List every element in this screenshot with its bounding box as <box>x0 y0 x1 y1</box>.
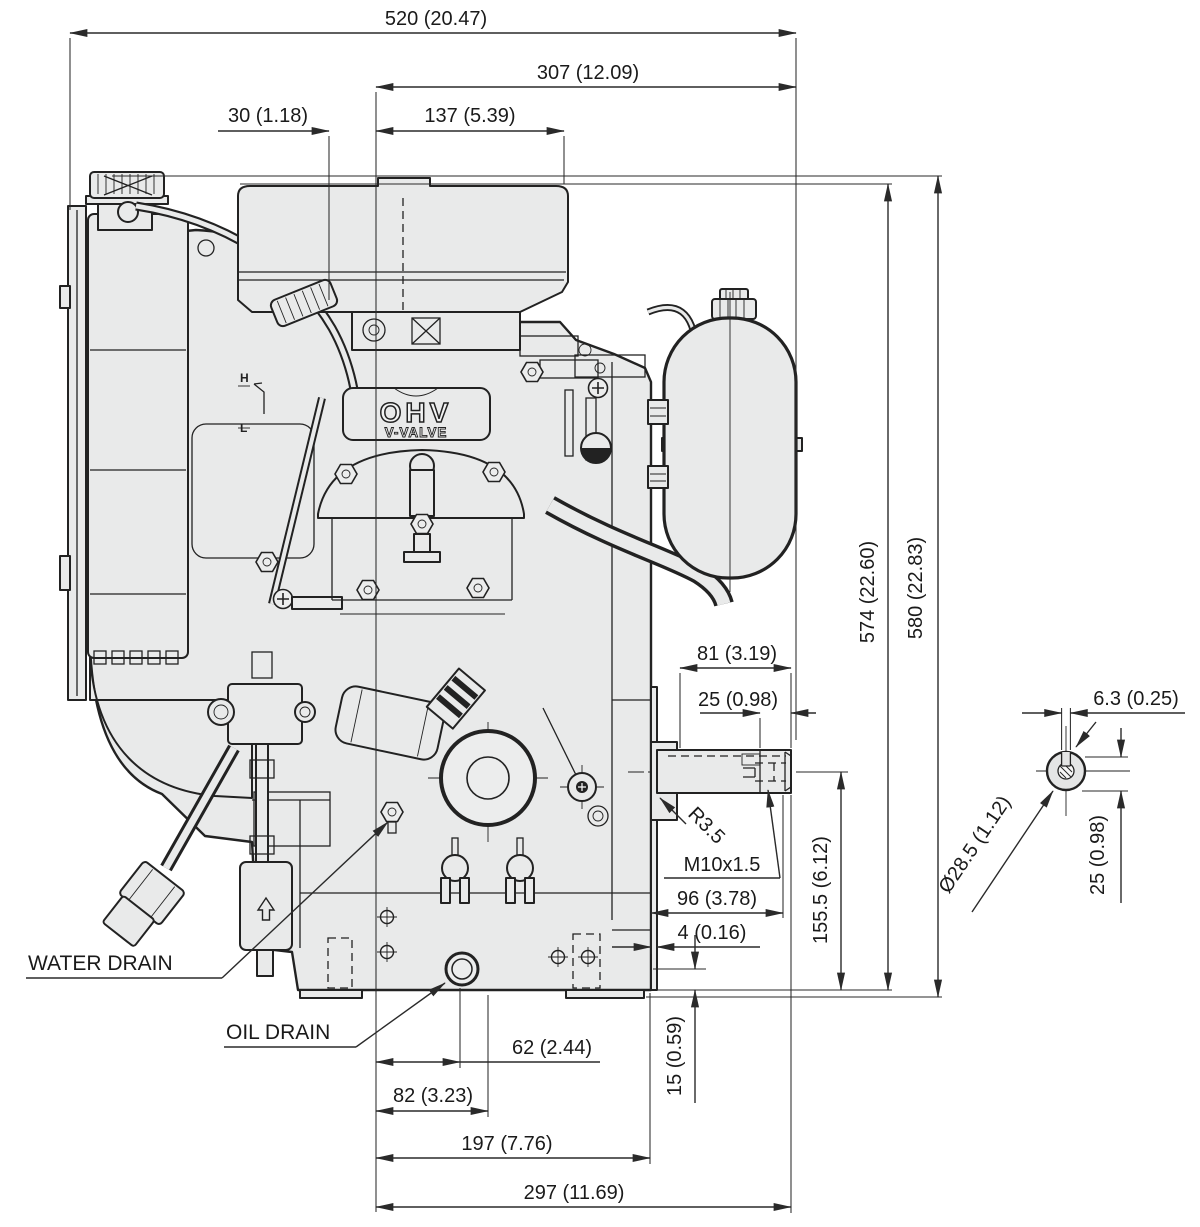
dim-520-text: 520 (20.47) <box>385 8 487 30</box>
dim-63-keyway: 6.3 (0.25) <box>1022 688 1185 748</box>
shroud-bolt-icon <box>255 551 279 573</box>
hose-joint <box>117 201 139 223</box>
dim-580-text: 580 (22.83) <box>905 537 927 639</box>
dim-82-text: 82 (3.23) <box>393 1085 473 1107</box>
dim-m10-text: M10x1.5 <box>684 854 761 876</box>
control-bracket <box>574 354 646 464</box>
dim-96: 96 (3.78) <box>650 888 784 918</box>
dim-15: 15 (0.59) <box>664 935 700 1103</box>
oil-drain-text: OIL DRAIN <box>226 1021 330 1044</box>
reserve-tank <box>87 213 189 659</box>
dimension-annotations: 520 (20.47) 307 (12.09) 30 (1.18) 137 (5… <box>69 8 943 1213</box>
engine-illustration: H L <box>59 171 852 999</box>
phillips-screw-icon <box>272 588 294 610</box>
dim-197-text: 197 (7.76) <box>461 1133 552 1155</box>
dim-62: 62 (2.44) <box>375 1037 600 1067</box>
cable-connector-cap <box>102 895 155 947</box>
mounting-feet <box>299 906 645 999</box>
extension-lines <box>69 38 942 1213</box>
dim-25-shaft: 25 (0.98) <box>698 689 816 718</box>
lower-sump <box>89 655 253 799</box>
dim-137-text: 137 (5.39) <box>424 105 515 127</box>
mount-pad-face <box>650 686 658 991</box>
dim-25-shaft-text: 25 (0.98) <box>698 689 778 711</box>
cable-line <box>542 707 578 778</box>
crank-center-bolt <box>560 765 604 809</box>
shaft-end-detail-view: 6.3 (0.25) 25 (0.98) Ø28.5 (1.12) <box>935 688 1185 913</box>
dim-96-text: 96 (3.78) <box>677 888 757 910</box>
small-boss-circle <box>587 805 609 827</box>
dim-307-text: 307 (12.09) <box>537 62 639 84</box>
fork-clamp-right <box>505 837 535 904</box>
oil-drain-plug <box>444 951 480 987</box>
dim-25-end: 25 (0.98) <box>1082 728 1128 903</box>
dim-297-text: 297 (11.69) <box>524 1182 625 1204</box>
water-drain-text: WATER DRAIN <box>28 952 173 975</box>
drain-valve-assembly <box>207 651 316 977</box>
dim-297: 297 (11.69) <box>375 1182 792 1212</box>
dim-63-text: 6.3 (0.25) <box>1093 688 1179 710</box>
dim-574: 574 (22.60) <box>857 183 893 991</box>
dim-81: 81 (3.19) <box>679 643 792 673</box>
pto-cover-circle <box>428 722 548 842</box>
dim-580: 580 (22.83) <box>905 175 943 998</box>
dim-285-diameter: Ø28.5 (1.12) <box>935 790 1054 913</box>
fan-cover-badge: OHV V-VALVE <box>342 387 491 441</box>
fork-clamp-left <box>440 837 470 904</box>
dim-155-text: 155.5 (6.12) <box>810 836 832 944</box>
level-indicator: H L <box>238 371 265 435</box>
dim-155: 155.5 (6.12) <box>810 771 846 991</box>
dim-30-text: 30 (1.18) <box>228 105 308 127</box>
dim-307: 307 (12.09) <box>375 62 797 92</box>
shaft-end-bore <box>1057 752 1075 780</box>
muffler-cap <box>711 298 757 320</box>
dim-r35-text: R3.5 <box>684 803 729 848</box>
pto-shaft <box>628 741 852 821</box>
dim-m10: M10x1.5 <box>664 789 781 879</box>
cylinder-head <box>317 449 525 615</box>
badge-vvalve-text: V-VALVE <box>385 425 448 440</box>
coolant-filler-cap <box>269 278 339 328</box>
dim-25-end-text: 25 (0.98) <box>1087 815 1109 895</box>
starter-motor <box>334 685 446 761</box>
muffler-bracket-upper <box>647 399 669 425</box>
dim-574-text: 574 (22.60) <box>857 541 879 643</box>
dim-197: 197 (7.76) <box>375 1133 651 1163</box>
dim-62-text: 62 (2.44) <box>512 1037 592 1059</box>
badge-ohv-text: OHV <box>380 397 453 428</box>
carburetor <box>351 311 606 457</box>
ignition-connector <box>425 667 486 730</box>
water-drain-spout <box>256 949 274 977</box>
dim-81-text: 81 (3.19) <box>697 643 777 665</box>
dim-82: 82 (3.23) <box>375 1085 489 1116</box>
muffler-bracket-lower <box>647 465 669 489</box>
spark-plug <box>403 453 441 563</box>
dim-15-text: 15 (0.59) <box>664 1016 686 1096</box>
dim-30: 30 (1.18) <box>218 105 330 136</box>
dim-520: 520 (20.47) <box>69 8 797 38</box>
callout-labels: WATER DRAIN OIL DRAIN <box>26 821 446 1048</box>
dim-4-text: 4 (0.16) <box>678 922 747 944</box>
water-drain-label: WATER DRAIN <box>26 821 389 979</box>
shroud-panel <box>191 423 315 559</box>
level-high-mark: H <box>240 371 249 385</box>
dim-137: 137 (5.39) <box>375 105 565 136</box>
tank-fins <box>93 650 179 665</box>
oil-drain-label: OIL DRAIN <box>224 982 446 1048</box>
up-arrow-mark <box>256 896 276 921</box>
dim-285-text: Ø28.5 (1.12) <box>935 792 1016 897</box>
